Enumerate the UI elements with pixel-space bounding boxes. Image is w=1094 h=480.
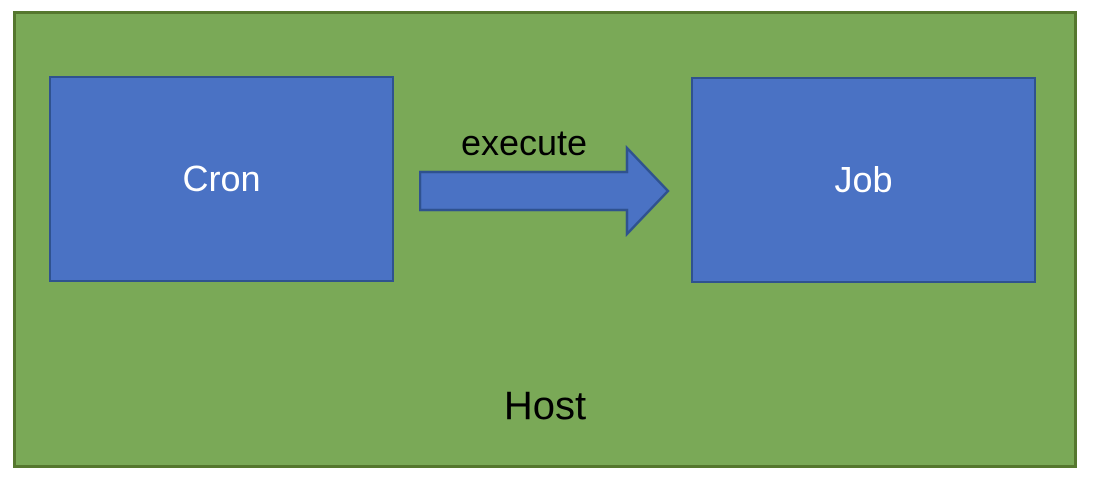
node-job: Job — [691, 77, 1036, 283]
node-cron-label: Cron — [182, 158, 261, 199]
block-arrow-right-shape — [419, 145, 670, 237]
node-job-label: Job — [834, 159, 893, 200]
block-arrow-right-icon — [419, 145, 670, 237]
host-label: Host — [503, 383, 587, 428]
host-container: Cron execute Job Host — [13, 11, 1077, 468]
node-cron: Cron — [49, 76, 394, 282]
edge-label: execute — [460, 122, 588, 163]
